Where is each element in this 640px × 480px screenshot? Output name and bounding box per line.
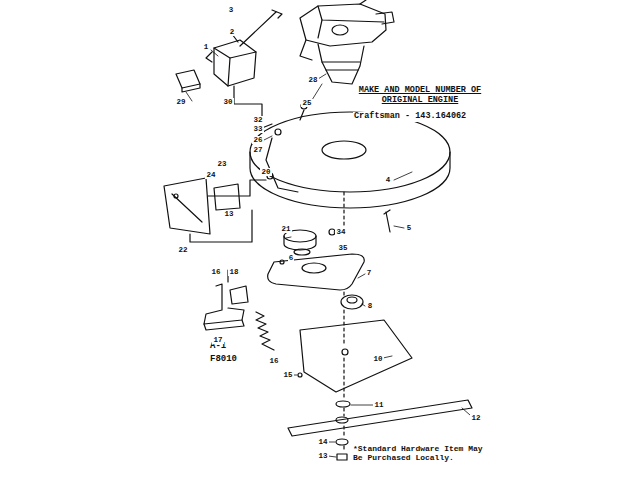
drawing-number: F8010 <box>209 354 238 364</box>
blade <box>288 400 472 436</box>
leader-lines <box>186 50 470 457</box>
note-text: MAKE AND MODEL NUMBER OF ORIGINAL ENGINE <box>353 86 487 106</box>
callout-number: 35 <box>337 244 348 253</box>
throttle-control <box>176 10 282 92</box>
callout-number: 13 <box>317 452 328 461</box>
callout-number: 32 <box>252 116 263 125</box>
callout-number: 13 <box>223 210 234 219</box>
callout-number: 16 <box>210 268 221 277</box>
callout-number: 18 <box>228 268 239 277</box>
callout-number: 1 <box>203 43 210 52</box>
drive-parts <box>268 229 365 290</box>
callout-number: 7 <box>366 269 373 278</box>
callout-number: 34 <box>335 228 346 237</box>
callout-number: 17 <box>212 336 223 345</box>
callout-number: 21 <box>280 225 291 234</box>
hole <box>342 349 348 355</box>
callout-number: 30 <box>222 98 233 107</box>
callout-number: 6 <box>288 254 295 263</box>
callout-number: 8 <box>367 302 374 311</box>
callout-number: 12 <box>470 414 481 423</box>
callout-number: 28 <box>307 76 318 85</box>
bracket <box>164 178 266 242</box>
callout-number: 16 <box>268 357 279 366</box>
bearing <box>341 295 363 309</box>
note-text: Craftsman - 143.164062 <box>353 112 467 122</box>
callout-number: 2 <box>229 28 236 37</box>
callout-number: 3 <box>228 6 235 15</box>
callout-number: 33 <box>252 125 263 134</box>
deck-plate <box>300 320 412 392</box>
note-text: *Standard Hardware Item May Be Purchased… <box>352 444 488 462</box>
callout-number: 10 <box>372 355 383 364</box>
callout-number: 23 <box>216 160 227 169</box>
callout-number: 11 <box>373 401 384 410</box>
callout-number: 24 <box>205 171 216 180</box>
callout-number: 26 <box>252 136 263 145</box>
callout-number: 25 <box>301 99 312 108</box>
engine <box>300 0 394 84</box>
callout-number: 27 <box>252 146 263 155</box>
height-lever <box>204 270 274 350</box>
callout-number: 29 <box>175 98 186 107</box>
callout-number: 5 <box>406 224 413 233</box>
callout-number: 14 <box>317 438 328 447</box>
callout-number: 4 <box>385 176 392 185</box>
callout-number: 20 <box>260 168 271 177</box>
callout-number: 22 <box>177 246 188 255</box>
callout-number: 15 <box>282 371 293 380</box>
